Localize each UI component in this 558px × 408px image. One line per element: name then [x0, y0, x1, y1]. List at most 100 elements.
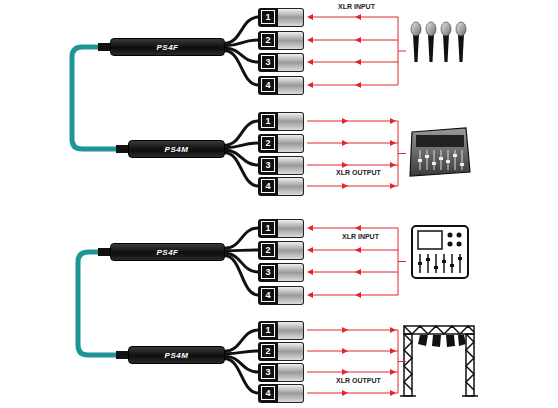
connector-face: [278, 76, 304, 95]
cable: [225, 228, 258, 248]
connector-shell: 2: [258, 342, 278, 361]
signal-arrowhead: [342, 162, 348, 168]
signal-arrowhead: [307, 37, 313, 43]
model-label: PS4F: [156, 43, 178, 52]
digital-mixer: [412, 226, 468, 278]
lighting-truss: [400, 326, 478, 396]
cable: [72, 47, 129, 149]
signal-arrowhead: [342, 140, 348, 146]
xlr-connector: 3: [258, 156, 304, 175]
signal-line: [307, 330, 398, 331]
signal-line: [307, 393, 398, 394]
xlr-connector: 1: [258, 321, 304, 340]
connector-shell: 2: [258, 31, 278, 50]
connector-face: [278, 112, 304, 131]
cable: [225, 143, 258, 148]
signal-bus: [398, 261, 406, 262]
connector-body: PS4M: [128, 140, 225, 158]
connector-face: [278, 219, 304, 238]
signal-arrowhead: [307, 225, 313, 231]
connector-body: PS4F: [110, 243, 225, 261]
channel-number: 2: [261, 136, 275, 150]
signal-arrowhead: [342, 369, 348, 375]
signal-arrowhead: [342, 118, 348, 124]
channel-number: 4: [261, 78, 275, 92]
signal-arrowhead: [355, 225, 361, 231]
connector-face: [278, 177, 304, 196]
connector-shell: 4: [258, 177, 278, 196]
cable: [225, 351, 258, 354]
xlr-connector: 4: [258, 286, 304, 305]
xlr-connector: 3: [258, 53, 304, 72]
connector-shell: 3: [258, 156, 278, 175]
signal-line: [307, 372, 398, 373]
signal-line: [307, 186, 398, 187]
signal-arrowhead: [390, 140, 396, 146]
fan-out-lead: [225, 256, 258, 295]
fan-out-lead: [225, 153, 258, 186]
cable: [225, 153, 258, 186]
signal-arrowhead: [355, 247, 361, 253]
signal-arrowhead: [390, 162, 396, 168]
xlr-connector: 4: [258, 384, 304, 403]
connector-face: [278, 342, 304, 361]
signal-arrowhead: [355, 59, 361, 65]
channel-number: 4: [261, 288, 275, 302]
cable: [225, 250, 258, 252]
xlr-connector: 2: [258, 134, 304, 153]
channel-number: 2: [261, 344, 275, 358]
multicore-cable: [72, 47, 118, 149]
connector-face: [278, 384, 304, 403]
signal-arrowhead: [307, 59, 313, 65]
signal-arrowhead: [390, 118, 396, 124]
connector-shell: 2: [258, 241, 278, 260]
channel-number: 1: [261, 323, 275, 337]
connector-shell: 2: [258, 134, 278, 153]
signal-arrowhead: [307, 14, 313, 20]
signal-line: [307, 121, 398, 122]
connector-body: PS4M: [128, 346, 225, 364]
connector-face: [278, 241, 304, 260]
signal-label: XLR OUTPUT: [334, 169, 383, 176]
model-label: PS4F: [156, 248, 178, 257]
signal-label: XLR INPUT: [340, 233, 381, 240]
signal-arrowhead: [307, 292, 313, 298]
signal-arrowhead: [307, 82, 313, 88]
channel-number: 1: [261, 10, 275, 24]
connector-shell: 4: [258, 384, 278, 403]
fan-out-lead: [225, 51, 258, 85]
channel-number: 3: [261, 158, 275, 172]
signal-arrowhead: [342, 327, 348, 333]
connector-shell: 3: [258, 53, 278, 72]
channel-number: 3: [261, 265, 275, 279]
signal-arrowhead: [390, 369, 396, 375]
connector-shell: 4: [258, 286, 278, 305]
connector-shell: 1: [258, 112, 278, 131]
signal-line: [307, 165, 398, 166]
connector-face: [278, 8, 304, 27]
xlr-connector: 1: [258, 219, 304, 238]
xlr-connector: 1: [258, 112, 304, 131]
signal-arrowhead: [307, 269, 313, 275]
connector-face: [278, 363, 304, 382]
xlr-connector: 2: [258, 31, 304, 50]
signal-arrowhead: [355, 292, 361, 298]
signal-arrowhead: [390, 183, 396, 189]
signal-arrowhead: [390, 348, 396, 354]
signal-arrowhead: [355, 37, 361, 43]
signal-line: [307, 351, 398, 352]
connector-shell: 1: [258, 8, 278, 27]
microphones: [411, 22, 466, 62]
model-label: PS4M: [165, 145, 189, 154]
xlr-connector: 4: [258, 177, 304, 196]
channel-number: 4: [261, 386, 275, 400]
connector-shell: 4: [258, 76, 278, 95]
signal-bus: [398, 153, 406, 154]
mixing-console: [410, 128, 470, 176]
signal-bus: [398, 51, 406, 52]
xlr-connector: 3: [258, 363, 304, 382]
xlr-connector: 4: [258, 76, 304, 95]
channel-number: 2: [261, 33, 275, 47]
fan-out-lead: [225, 121, 258, 145]
fan-out-lead: [225, 228, 258, 248]
